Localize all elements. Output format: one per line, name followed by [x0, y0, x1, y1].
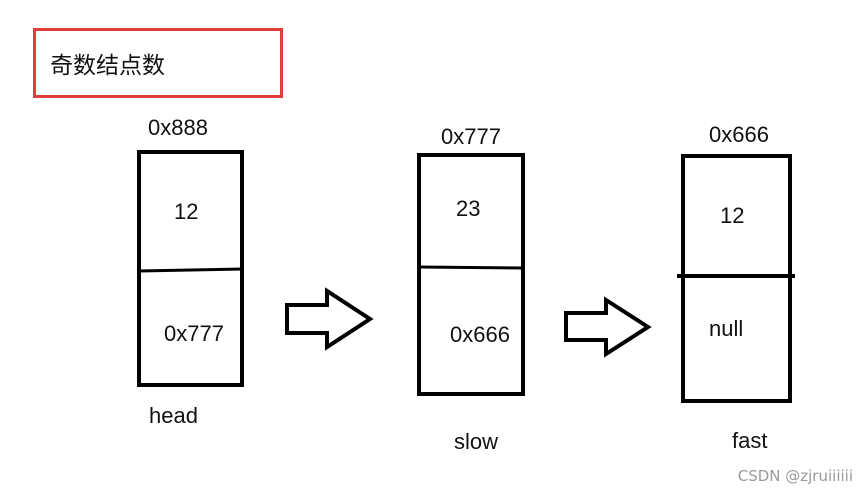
- node-3-address: 0x666: [709, 122, 769, 147]
- node-1-address: 0x888: [148, 115, 208, 140]
- node-1-next: 0x777: [164, 321, 224, 346]
- node-2-label: slow: [454, 429, 499, 454]
- watermark: CSDN @zjruiiiiii: [737, 467, 853, 485]
- node-2-next: 0x666: [450, 322, 510, 347]
- node-1-value: 12: [174, 199, 199, 224]
- node-3-box: [681, 154, 792, 403]
- title-box: [33, 28, 283, 98]
- node-1-label: head: [149, 403, 198, 428]
- diagram-title: 奇数结点数: [50, 53, 165, 79]
- node-2-address: 0x777: [441, 124, 501, 149]
- node-2-box: [417, 153, 525, 396]
- node-3-label: fast: [732, 428, 768, 453]
- node-2-value: 23: [456, 196, 481, 221]
- node-3-next: null: [709, 316, 744, 341]
- node-3-value: 12: [720, 203, 745, 228]
